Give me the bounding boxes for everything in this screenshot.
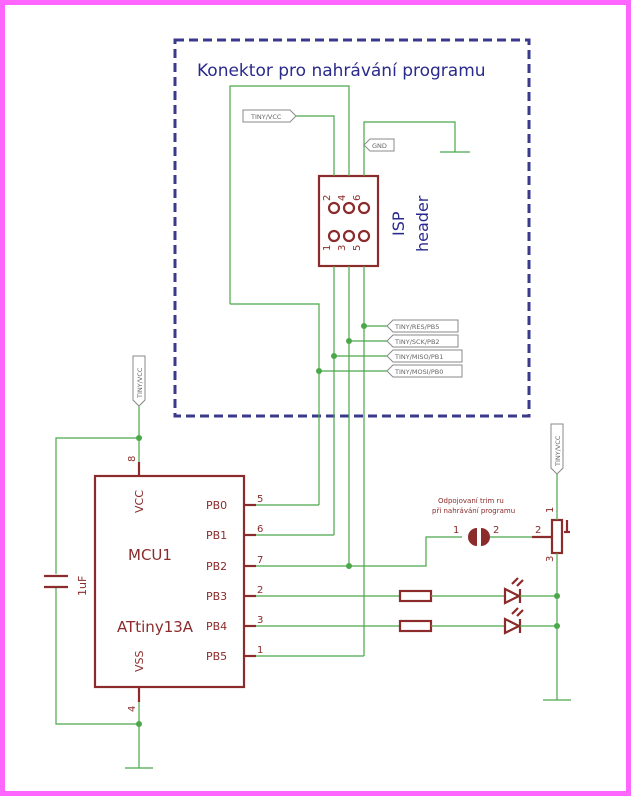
svg-text:GND: GND [372, 142, 387, 150]
mcu-pin-pb3: PB3 [206, 590, 227, 603]
jumper-note-2: při nahrávání programu [432, 507, 515, 515]
pin-num-6: 6 [257, 524, 263, 535]
mcu-name: MCU1 [128, 546, 172, 564]
isp-header-connector: 2 4 6 1 3 5 [317, 174, 380, 268]
isp-pin-1: 1 [322, 245, 333, 251]
resistor-pb3 [398, 589, 433, 603]
mcu-vcc-pin-num: 8 [127, 456, 138, 462]
trimmer-pin-2: 2 [535, 525, 541, 536]
isp-pin-4: 4 [337, 195, 348, 201]
net-label-mosi: TINY/MOSI/PB0 [319, 364, 463, 378]
mcu-chip: MCU1 ATtiny13A VCC VSS PB0 PB1 PB2 PB3 P… [93, 474, 246, 689]
mcu-part: ATtiny13A [117, 618, 194, 636]
net-label-miso: TINY/MISO/PB1 [334, 349, 463, 363]
capacitor-label: 1uF [76, 576, 89, 596]
svg-text:TINY/RES/PB5: TINY/RES/PB5 [394, 323, 439, 331]
pin-num-1: 1 [257, 645, 263, 656]
isp-section-title: Konektor pro nahrávání programu [197, 61, 486, 81]
mcu-vss-label: VSS [133, 650, 146, 672]
isp-section-frame [173, 38, 531, 418]
mcu-pin-pb0: PB0 [206, 499, 227, 512]
mcu-vcc-net-label: TINY/VCC [132, 355, 146, 407]
trimmer-pin-3: 3 [545, 556, 556, 562]
mcu-pin-pb4: PB4 [206, 620, 227, 633]
pin-num-2: 2 [257, 585, 263, 596]
capacitor [44, 574, 68, 589]
isp-pin-6: 6 [352, 195, 363, 201]
svg-text:TINY/MISO/PB1: TINY/MISO/PB1 [394, 353, 443, 361]
mcu-pin-pb2: PB2 [206, 560, 227, 573]
isp-header-label-2: header [413, 195, 432, 252]
jumper-pin-1: 1 [453, 525, 459, 536]
jumper-note-1: Odpojovaní trim ru [438, 497, 504, 505]
mcu-vcc-label: VCC [133, 490, 146, 513]
svg-text:TINY/MOSI/PB0: TINY/MOSI/PB0 [394, 368, 443, 376]
mcu-pin-pb1: PB1 [206, 529, 227, 542]
mcu-pin-pb5: PB5 [206, 650, 227, 663]
net-label-sck: TINY/SCK/PB2 [349, 334, 459, 348]
svg-text:TINY/SCK/PB2: TINY/SCK/PB2 [394, 338, 440, 346]
led-pb4 [503, 607, 524, 635]
pin-num-3: 3 [257, 615, 263, 626]
isp-header-label: ISP [389, 211, 408, 236]
mcu-vss-pin-num: 4 [127, 706, 138, 712]
svg-text:TINY/VCC: TINY/VCC [554, 435, 562, 467]
led-pb3 [503, 577, 524, 605]
gnd-net-label: GND [363, 138, 395, 152]
isp-pin-3: 3 [337, 245, 348, 251]
isp-vcc-net-label: TINY/VCC [242, 109, 297, 123]
trimmer-pin-1: 1 [545, 507, 556, 513]
pin-num-5: 5 [257, 494, 263, 505]
jumper-pin-2: 2 [493, 525, 499, 536]
net-label-res: TINY/RES/PB5 [364, 319, 459, 333]
trimmer-vcc-net-label: TINY/VCC [550, 423, 564, 475]
resistor-pb4 [398, 619, 433, 633]
isp-pin-5: 5 [352, 245, 363, 251]
svg-text:TINY/VCC: TINY/VCC [136, 367, 144, 399]
pin-num-7: 7 [257, 555, 263, 566]
isp-pin-2: 2 [322, 195, 333, 201]
svg-text:TINY/VCC: TINY/VCC [250, 113, 282, 121]
solder-jumper [468, 528, 490, 546]
